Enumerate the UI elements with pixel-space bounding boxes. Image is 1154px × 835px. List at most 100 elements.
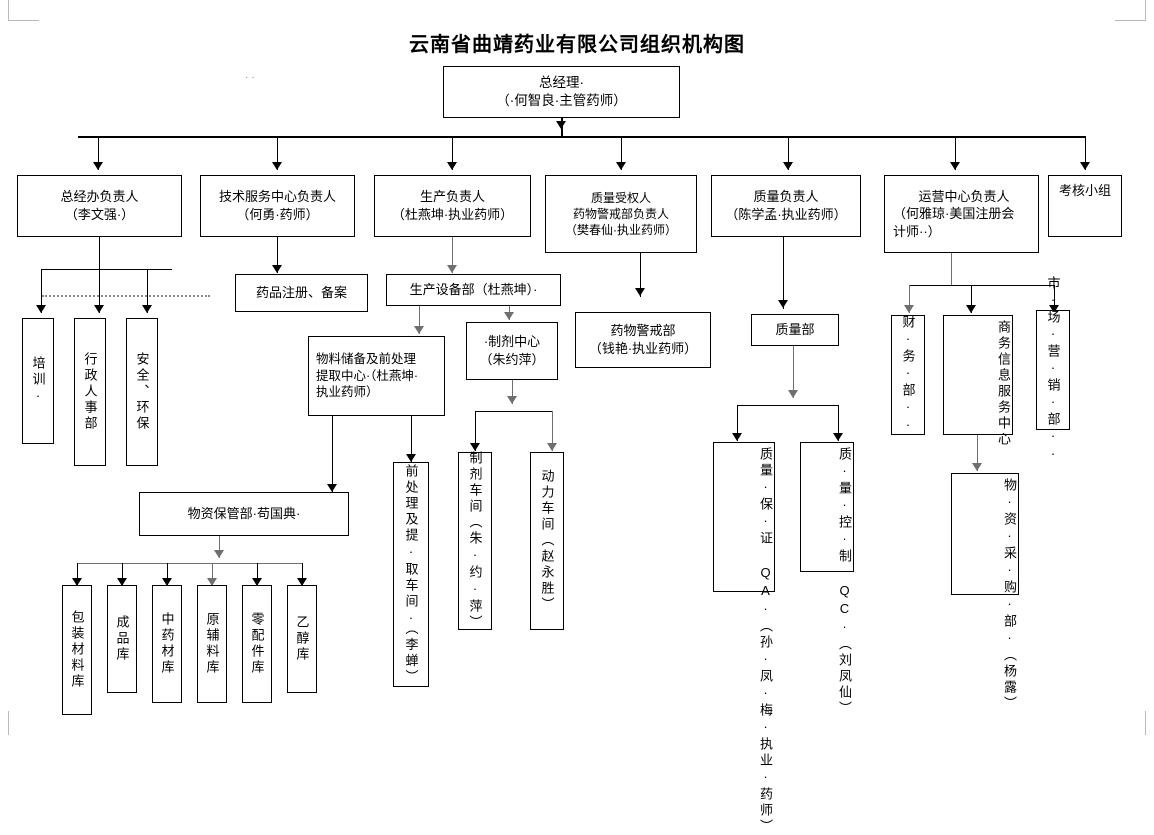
node-warehouse-herbal[interactable]: 中药材库 [152, 585, 182, 703]
connector-stem [793, 346, 794, 398]
node-line-sub: （孙·凤·梅·执业·药师） [758, 619, 773, 835]
node-quality-head[interactable]: 质量负责人 （陈学孟·执业药师） [711, 175, 861, 237]
node-line: 药物警戒部负责人 [572, 206, 669, 221]
node-operations-center[interactable]: 运营中心负责人 （何雅琼·美国注册会 计师··） [884, 175, 1039, 253]
arrow-down [778, 300, 788, 308]
node-line: （朱约萍） [479, 352, 545, 367]
connector-drop [452, 136, 453, 170]
node-warehouse-raw-material[interactable]: 原辅料库 [197, 585, 227, 703]
node-business-info-service-center[interactable]: 商务信息服务 中心 [943, 315, 1013, 448]
connector-stem [783, 237, 784, 309]
node-general-manager[interactable]: 总经理· （·何智良·主管药师） [443, 66, 680, 118]
node-production-head[interactable]: 生产负责人 （杜燕坤·执业药师） [374, 175, 531, 237]
node-line: （李文强·） [64, 207, 135, 222]
connector-stem [332, 416, 333, 492]
node-line: 药物警戒部 [610, 323, 676, 339]
arrow-down [447, 265, 457, 273]
node-procurement-dept[interactable]: 物·资·采·购·部· （杨露） [951, 473, 1019, 712]
node-workshop-preparation[interactable]: 制剂车间（朱·约·萍） [458, 451, 492, 631]
arrow-down [972, 463, 982, 471]
connector-stem [419, 306, 420, 334]
arrow-down [783, 162, 793, 170]
node-tech-service-center[interactable]: 技术服务中心负责人 （何勇·药师） [200, 175, 355, 237]
node-finance-dept[interactable]: 财·务·部·· [891, 315, 925, 435]
page-title: 云南省曲靖药业有限公司组织机构图 [409, 34, 745, 56]
arrow-down [507, 396, 517, 404]
connector-bus [737, 405, 838, 406]
arrow-down [1049, 305, 1059, 313]
node-line-main: 质·量·控·制 QC· [837, 447, 852, 637]
arrow-down [950, 162, 960, 170]
node-preparation-center[interactable]: ·制剂中心 （朱约萍） [466, 322, 558, 380]
node-quality-authorized-person[interactable]: 质量受权人 药物警戒部负责人 （樊春仙·执业药师） [545, 175, 697, 253]
arrow-down [547, 443, 557, 451]
node-line: 总经办负责人 [60, 189, 139, 205]
connector-bus [77, 563, 303, 564]
node-material-custody-dept[interactable]: 物资保管部·苟国典· [139, 492, 349, 536]
node-material-storage-center[interactable]: 物料储备及前处理 提取中心·（杜燕坤· 执业药师） [308, 336, 445, 416]
node-pharmacovigilance-dept[interactable]: 药物警戒部 （钱艳·执业药师） [575, 312, 711, 368]
connector-stem [640, 253, 641, 297]
arrow-down [414, 326, 424, 334]
connector-drop [122, 563, 123, 585]
node-line-sub: （刘凤仙） [837, 637, 852, 717]
arrow-down [504, 312, 514, 320]
node-quality-department[interactable]: 质量部 [751, 314, 839, 346]
node-marketing-dept[interactable]: 市·场·营·销·部·· [1036, 276, 1070, 464]
arrow-down [272, 162, 282, 170]
arrow-down [214, 550, 224, 558]
node-line: 质量负责人 [753, 189, 819, 205]
connector-drop [737, 405, 738, 441]
node-warehouse-packaging[interactable]: 包装材料库 [62, 585, 92, 715]
stray-mark: ·· [245, 72, 258, 83]
node-quality-assurance-qa[interactable]: 质量·保·证 QA· （孙·凤·梅·执业·药师） [713, 442, 775, 835]
node-gm-office[interactable]: 总经办负责人 （李文强·） [17, 175, 182, 237]
node-drug-registration[interactable]: 药品注册、备案 [235, 274, 368, 312]
connector-stem [411, 416, 412, 462]
node-line-main: 质量·保·证 QA· [758, 447, 773, 619]
node-warehouse-spare-parts[interactable]: 零配件库 [242, 585, 272, 703]
node-production-equipment-dept[interactable]: 生产设备部（杜燕坤）· [386, 274, 561, 306]
arrow-down [327, 484, 337, 492]
connector-drop [147, 269, 148, 313]
page-corner-mark-bottom-left [8, 711, 39, 735]
node-quality-control-qc[interactable]: 质·量·控·制 QC· （刘凤仙） [800, 442, 854, 717]
node-warehouse-ethanol[interactable]: 乙醇库 [287, 585, 317, 693]
node-line: 执业药师） [316, 385, 379, 400]
connector-drop [475, 411, 476, 451]
node-line: （钱艳·执业药师） [588, 341, 698, 356]
connector-drop [909, 285, 910, 313]
connector-drop [277, 136, 278, 170]
page-corner-mark-top-left [8, 0, 39, 21]
node-line: 考核小组 [1058, 183, 1111, 198]
node-line: （·何智良·主管药师） [496, 93, 627, 108]
arrow-down [94, 305, 104, 313]
arrow-down [207, 578, 217, 586]
node-warehouse-finished-goods[interactable]: 成品库 [107, 585, 137, 693]
connector-stem [951, 253, 952, 285]
node-line-main: 物·资·采·购·部· [1002, 478, 1017, 648]
node-line: （樊春仙·执业药师） [565, 223, 677, 238]
node-training[interactable]: 培训· [22, 318, 54, 444]
connector-drop [1085, 136, 1086, 170]
node-workshop-power[interactable]: 动力车间（赵永胜） [530, 452, 564, 630]
node-hr-admin-dept[interactable]: 行政人事部 [74, 318, 106, 466]
arrow-down [1080, 162, 1090, 170]
node-line: （陈学孟·执业药师） [725, 207, 847, 222]
page-corner-mark-top-right [1115, 0, 1146, 21]
node-safety-environment[interactable]: 安全、环保 [126, 318, 158, 466]
connector-drop [621, 136, 622, 170]
node-line: 技术服务中心负责人 [218, 189, 336, 205]
node-workshop-pretreatment[interactable]: 前处理及提·取车间·（李蝉） [393, 462, 429, 687]
node-line: ·制剂中心 [483, 334, 541, 350]
arrow-gm-down [556, 121, 566, 129]
arrow-down [406, 454, 416, 462]
connector-drop [552, 411, 553, 451]
node-line: 物料储备及前处理 [316, 351, 417, 366]
connector-drop [257, 563, 258, 585]
connector-drop [788, 136, 789, 170]
connector-drop [971, 285, 972, 313]
arrow-down [252, 578, 262, 586]
org-chart-canvas: 云南省曲靖药业有限公司组织机构图 ·· 总经理· （·何智良·主管药师） 总经办… [8, 0, 1146, 835]
node-assessment-group[interactable]: 考核小组 [1048, 175, 1122, 237]
